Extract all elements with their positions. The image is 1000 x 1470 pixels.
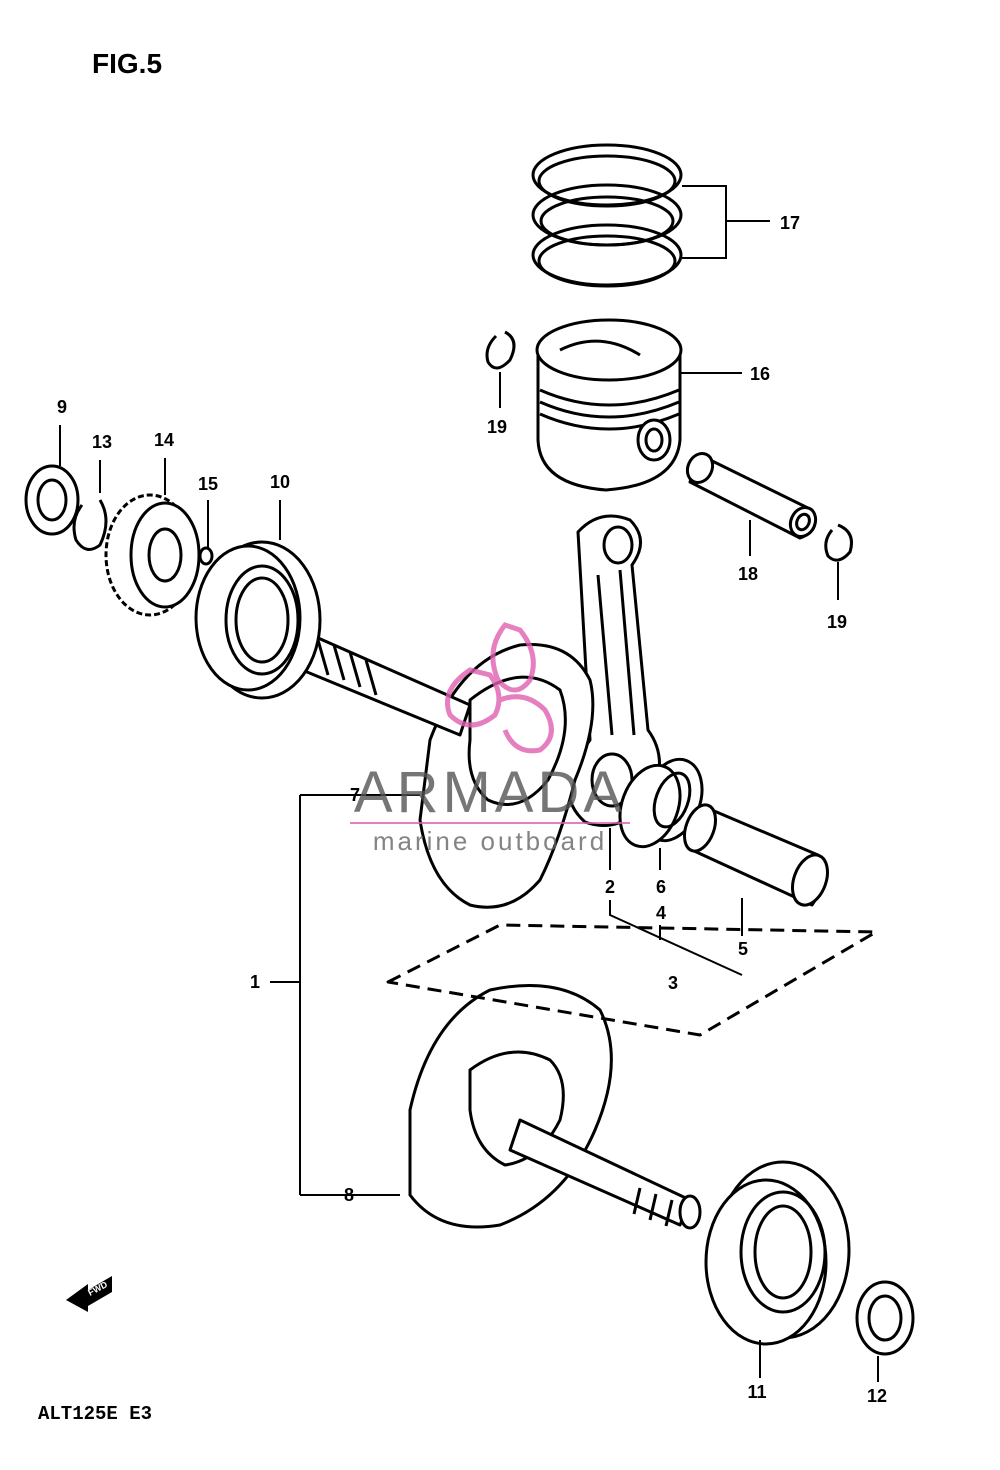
callout-5: 5 [738, 939, 748, 959]
bearing-right [704, 1160, 851, 1346]
piston-rings [531, 143, 683, 288]
figure-title: FIG.5 [92, 48, 162, 79]
callout-10: 10 [270, 472, 290, 492]
watermark-brand: ARMADA [354, 760, 626, 825]
callout-2: 2 [605, 877, 615, 897]
callout-19-left: 19 [487, 417, 507, 437]
needle-bearing [618, 757, 704, 849]
crank-pin [682, 803, 829, 907]
callout-4: 4 [656, 903, 666, 923]
callout-17: 17 [780, 213, 800, 233]
callout-9: 9 [57, 397, 67, 417]
key [198, 546, 214, 566]
callout-8: 8 [344, 1185, 354, 1205]
piston-pin [685, 451, 818, 540]
watermark-tagline: marine outboard [373, 826, 607, 856]
callout-16: 16 [750, 364, 770, 384]
callout-11: 11 [747, 1382, 766, 1402]
callout-3: 3 [668, 973, 678, 993]
callout-14: 14 [154, 430, 174, 450]
model-code: ALT125E E3 [38, 1403, 152, 1425]
piston [535, 318, 683, 492]
circlip-13 [72, 499, 108, 551]
crankshaft-right [408, 984, 702, 1230]
callout-19-right: 19 [827, 612, 847, 632]
circlip-right [824, 523, 853, 562]
callout-7: 7 [350, 785, 360, 805]
circlip-left [485, 330, 516, 370]
watermark: ARMADA marine outboard [350, 622, 630, 856]
oil-seal-left [24, 464, 80, 536]
callout-18: 18 [738, 564, 758, 584]
callout-15: 15 [198, 474, 218, 494]
bearing-left [194, 540, 322, 700]
callout-13: 13 [92, 432, 112, 452]
crank-gear [104, 493, 201, 617]
oil-seal-right [855, 1280, 915, 1356]
watermark-logo [445, 622, 554, 754]
callout-1: 1 [250, 972, 260, 992]
connecting-rod [566, 514, 661, 827]
callout-12: 12 [867, 1386, 887, 1406]
callout-6: 6 [656, 877, 666, 897]
